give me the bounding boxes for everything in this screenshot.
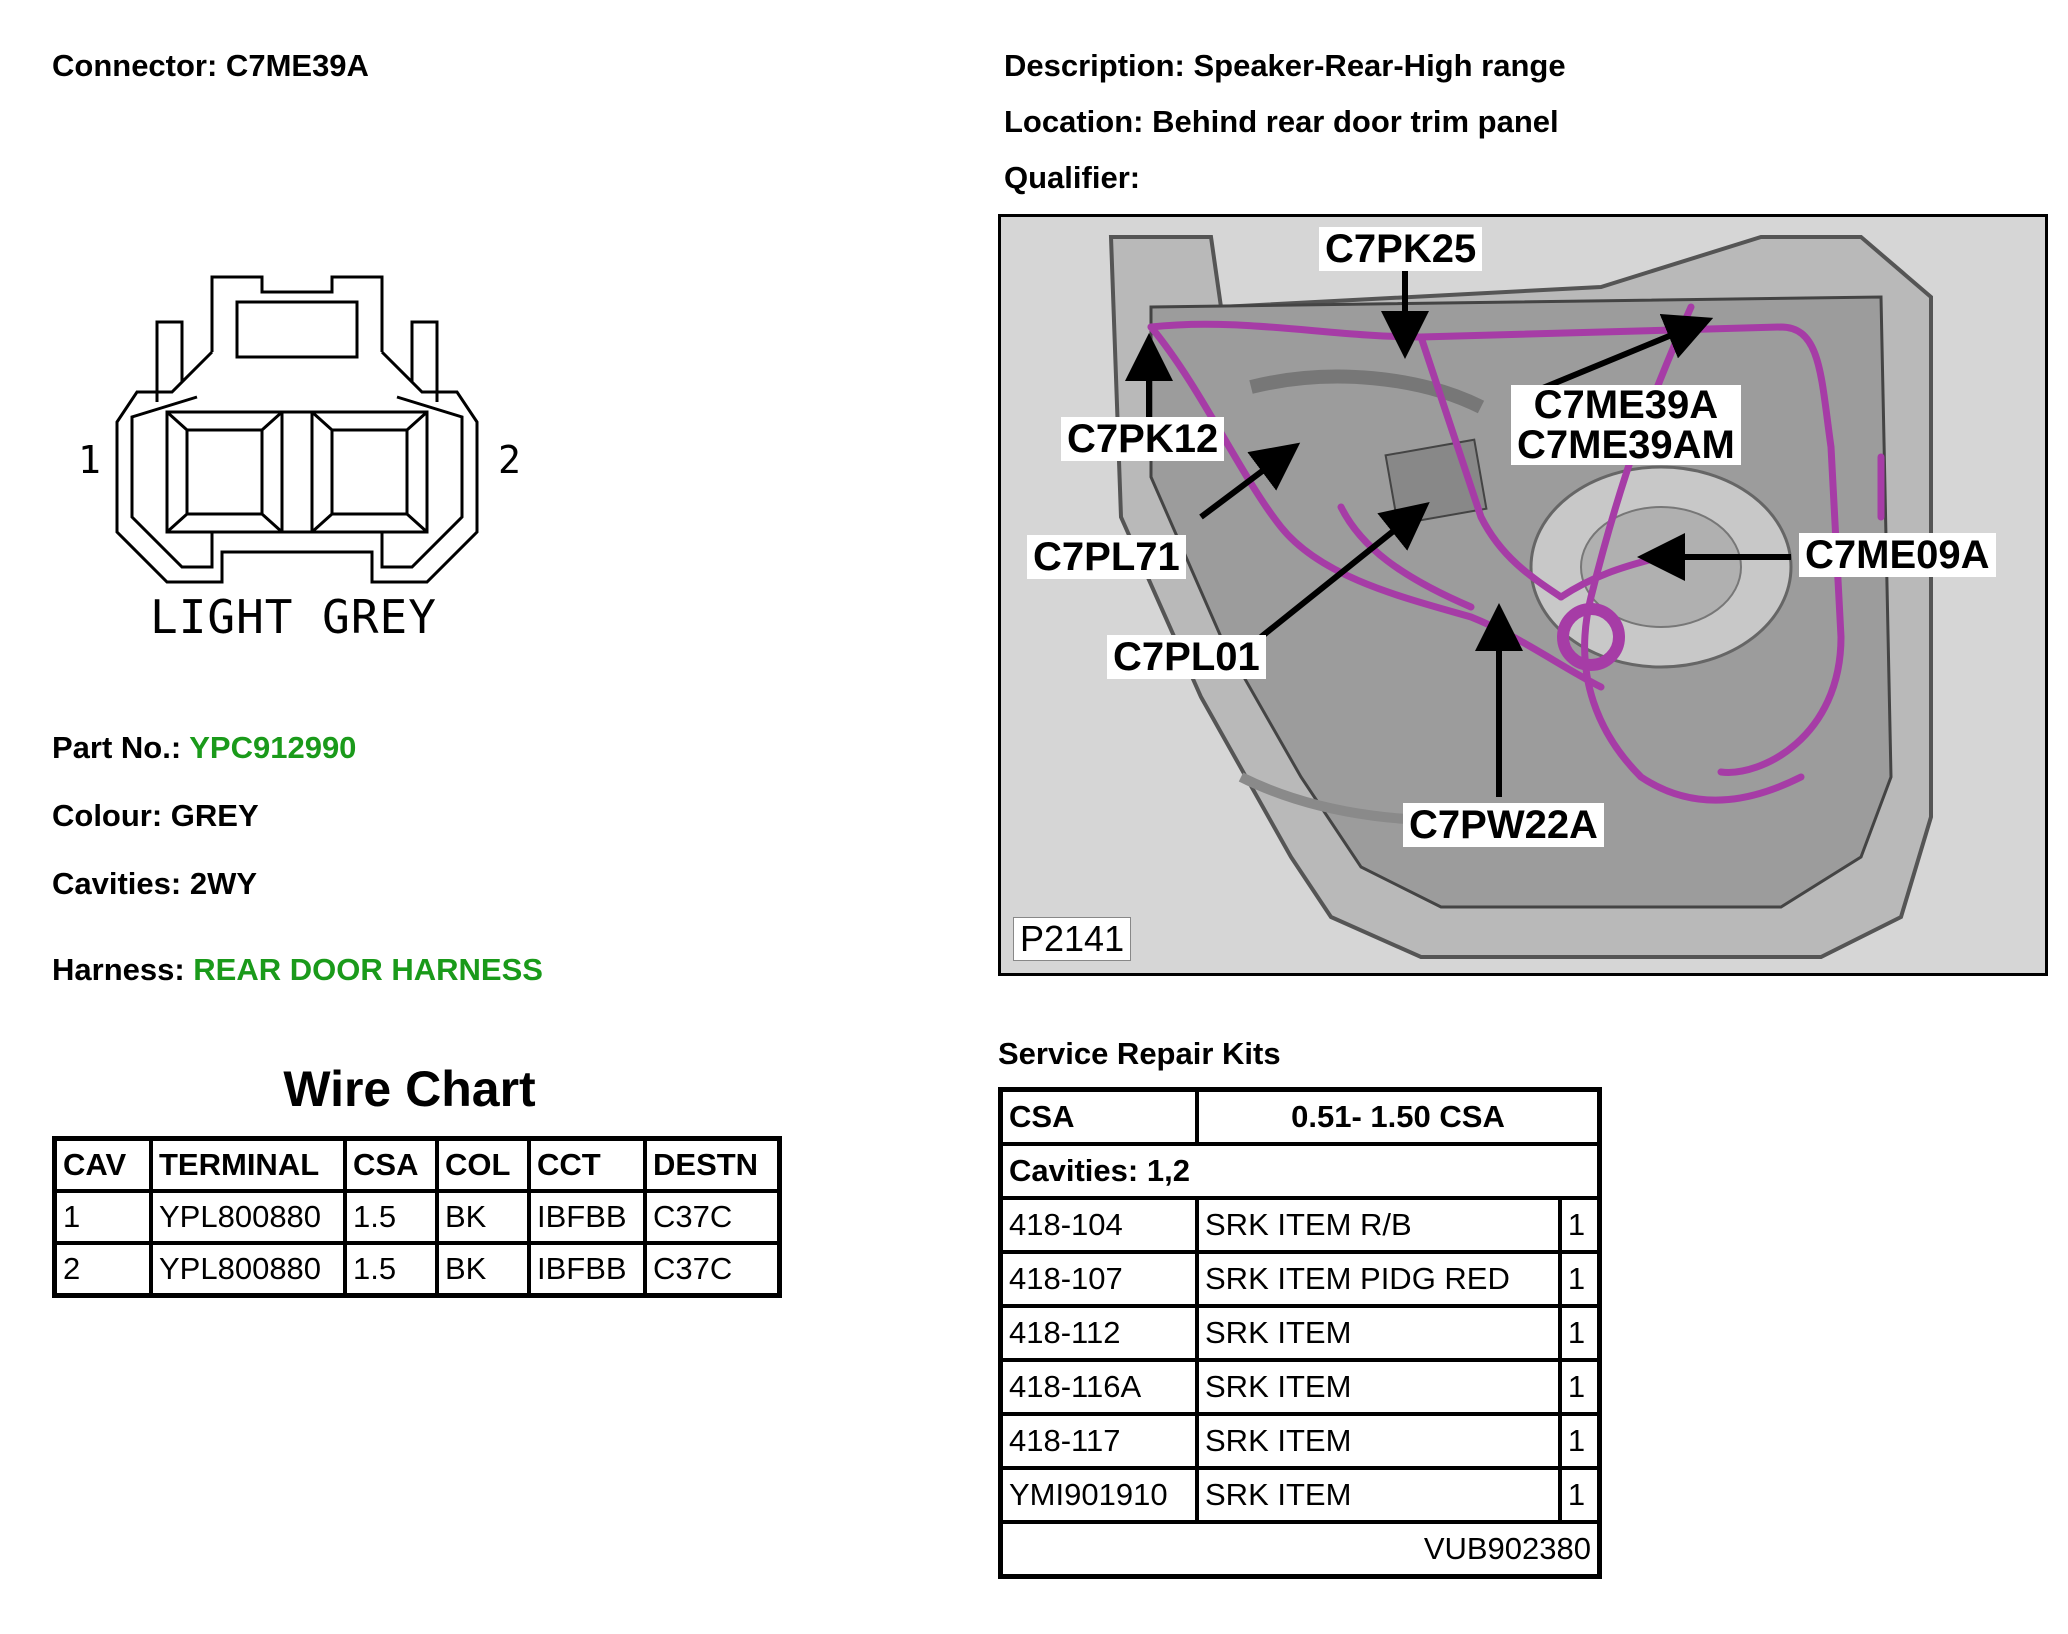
srk-item-code: 418-116A [998,1358,1199,1416]
srk-item-code: 418-112 [998,1304,1199,1362]
col-csa: CSA [343,1136,439,1193]
colour-label: Colour: GREY [52,798,259,833]
door-panel-art [1108,235,1933,959]
harness: Harness: REAR DOOR HARNESS [52,952,543,988]
col-destn: DESTN [643,1136,782,1193]
part-number-value[interactable]: YPC912990 [189,730,357,765]
srk-item-qty: 1 [1557,1250,1602,1308]
srk-item-desc: SRK ITEM PIDG RED [1195,1250,1562,1308]
col-col: COL [435,1136,531,1193]
table-row: 418-112 SRK ITEM 1 [998,1304,1602,1362]
callout-c7me39a: C7ME39A [1533,383,1719,427]
cavities-label: Cavities: 2WY [52,866,258,901]
location-label: Location: Behind rear door trim panel [1004,104,1559,139]
cell-cct: IBFBB [527,1241,647,1298]
srk-item-code: 418-117 [998,1412,1199,1470]
srk-csa-label: CSA [998,1087,1199,1146]
table-row: 418-107 SRK ITEM PIDG RED 1 [998,1250,1602,1308]
srk-item-qty: 1 [1557,1196,1602,1254]
srk-item-code: 418-104 [998,1196,1199,1254]
callout-c7pk12: C7PK12 [1061,417,1225,461]
callout-c7me39am: C7ME39AM [1517,423,1735,467]
srk-item-qty: 1 [1557,1304,1602,1362]
srk-item-code: YMI901910 [998,1466,1199,1524]
table-row: 2 YPL800880 1.5 BK IBFBB C37C [52,1241,782,1298]
srk-item-qty: 1 [1557,1466,1602,1524]
srk-cavities-row: Cavities: 1,2 [998,1142,1602,1200]
callout-c7pl01: C7PL01 [1107,635,1266,679]
door-harness-illustration: C7PK25 C7PK12 C7ME39A C7ME39AM C7PL71 C7… [998,214,2048,976]
table-row: 1 YPL800880 1.5 BK IBFBB C37C [52,1189,782,1245]
pin-1-label: 1 [78,438,101,482]
srk-item-desc: SRK ITEM [1195,1304,1562,1362]
table-row: 418-117 SRK ITEM 1 [998,1412,1602,1470]
cell-terminal: YPL800880 [149,1189,347,1245]
harness-label: Harness: [52,952,194,987]
srk-item-desc: SRK ITEM [1195,1466,1562,1524]
srk-item-desc: SRK ITEM [1195,1358,1562,1416]
cell-destn: C37C [643,1189,782,1245]
srk-item-qty: 1 [1557,1412,1602,1470]
srk-item-code: 418-107 [998,1250,1199,1308]
connector-color-caption: LIGHT GREY [150,590,437,644]
srk-cavities: Cavities: 1,2 [998,1142,1602,1200]
srk-footer-code: VUB902380 [998,1520,1602,1579]
srk-title: Service Repair Kits [998,1036,1281,1071]
cell-csa: 1.5 [343,1189,439,1245]
srk-item-qty: 1 [1557,1358,1602,1416]
cell-cct: IBFBB [527,1189,647,1245]
figure-id: P2141 [1013,917,1132,961]
srk-item-desc: SRK ITEM R/B [1195,1196,1562,1254]
pin-2-label: 2 [498,438,521,482]
cell-cav: 2 [52,1241,153,1298]
srk-csa-value: 0.51- 1.50 CSA [1195,1087,1602,1146]
callout-c7me39a-group: C7ME39A C7ME39AM [1511,385,1741,465]
cell-cav: 1 [52,1189,153,1245]
harness-value[interactable]: REAR DOOR HARNESS [193,952,543,987]
srk-item-desc: SRK ITEM [1195,1412,1562,1470]
cell-csa: 1.5 [343,1241,439,1298]
connector-face-drawing [115,275,479,584]
connector-label: Connector: C7ME39A [52,48,369,83]
cell-destn: C37C [643,1241,782,1298]
cell-terminal: YPL800880 [149,1241,347,1298]
cell-col: BK [435,1189,531,1245]
callout-c7pw22a: C7PW22A [1403,803,1604,847]
callout-c7me09a: C7ME09A [1799,533,1996,577]
srk-csa-row: CSA 0.51- 1.50 CSA [998,1087,1602,1146]
wire-chart-title: Wire Chart [283,1061,536,1117]
col-cct: CCT [527,1136,647,1193]
part-number-label: Part No.: [52,730,190,765]
table-header-row: CAV TERMINAL CSA COL CCT DESTN [52,1136,782,1193]
callout-c7pk25: C7PK25 [1319,227,1483,271]
part-number: Part No.: YPC912990 [52,730,356,766]
srk-table: CSA 0.51- 1.50 CSA Cavities: 1,2 418-104… [998,1087,1602,1579]
table-row: 418-104 SRK ITEM R/B 1 [998,1196,1602,1254]
srk-footer-row: VUB902380 [998,1520,1602,1579]
table-row: 418-116A SRK ITEM 1 [998,1358,1602,1416]
qualifier-label: Qualifier: [1004,160,1141,195]
cell-col: BK [435,1241,531,1298]
callout-c7pl71: C7PL71 [1027,535,1186,579]
description-label: Description: Speaker-Rear-High range [1004,48,1566,83]
table-row: YMI901910 SRK ITEM 1 [998,1466,1602,1524]
col-cav: CAV [52,1136,153,1193]
wire-chart-table: CAV TERMINAL CSA COL CCT DESTN 1 YPL8008… [52,1136,782,1298]
col-terminal: TERMINAL [149,1136,347,1193]
